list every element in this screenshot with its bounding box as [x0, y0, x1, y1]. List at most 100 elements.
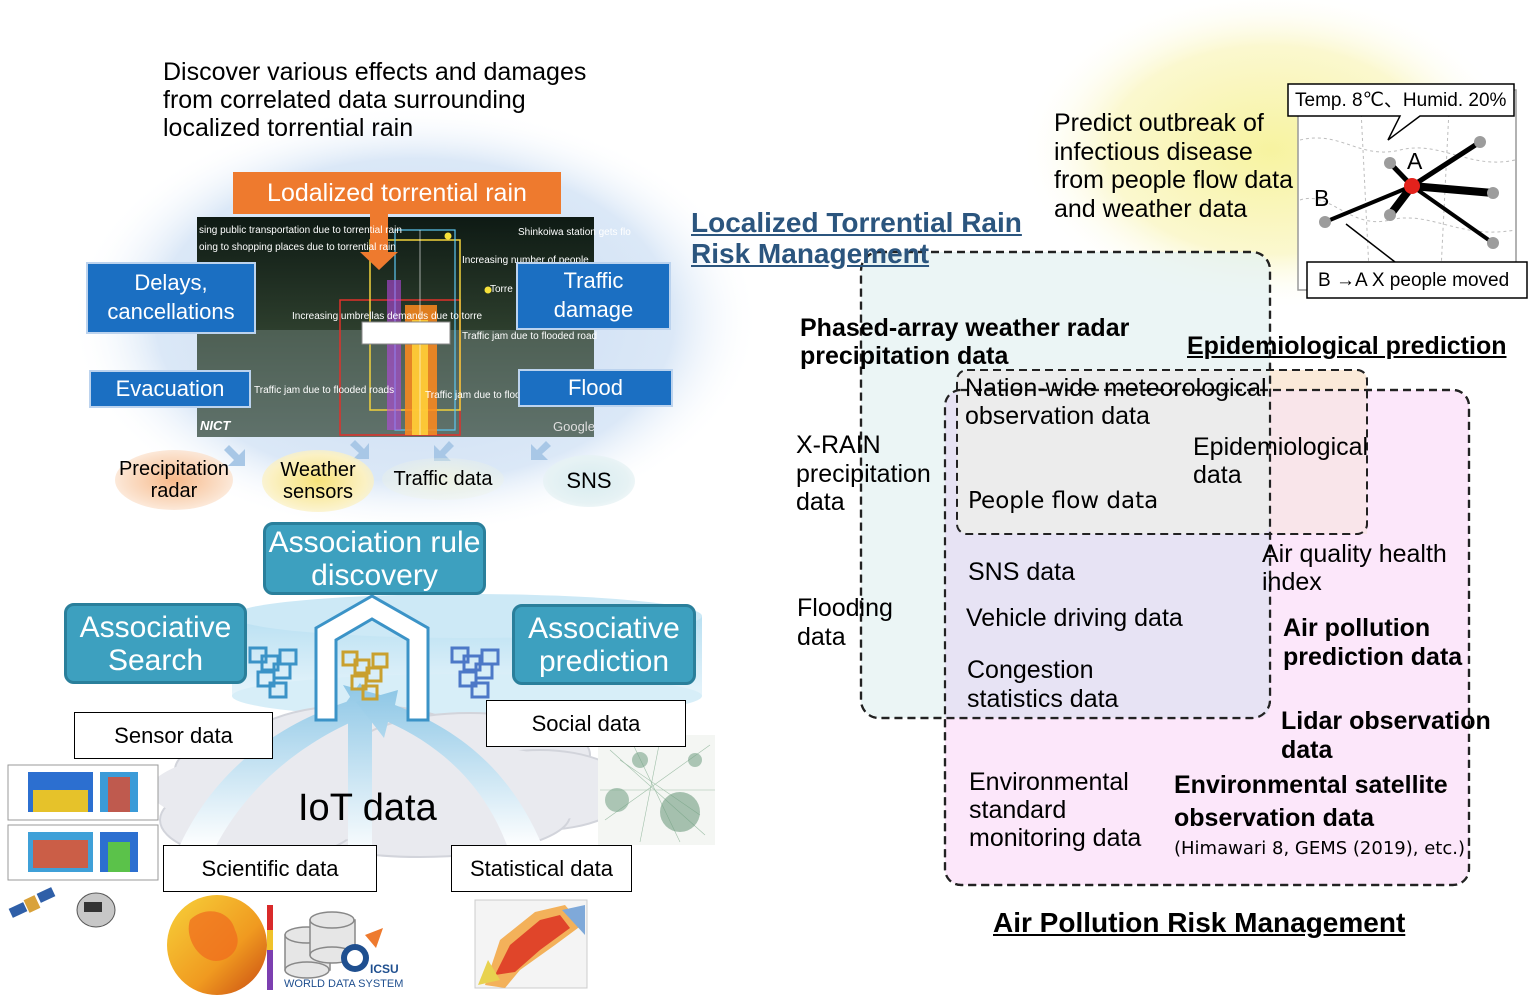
epi-note-line: from people flow data [1054, 166, 1294, 194]
xrain-line: precipitation [796, 459, 931, 488]
banner-arrow [360, 212, 398, 270]
sat-line: Environmental satellite [1174, 771, 1448, 799]
aqhi-line: index [1262, 568, 1322, 596]
satellite-note: (Himawari 8, GEMS (2019), etc.) [1174, 838, 1465, 859]
social-data-label: Social data [486, 700, 686, 747]
rule-line: discovery [311, 558, 438, 592]
map-node-b: B [1314, 185, 1330, 211]
environmental-satellite-item: Environmental satellite observation data [1174, 769, 1448, 835]
air-pollution-prediction-item: Air pollution prediction data [1283, 614, 1462, 671]
map-overlay-text: Traffic jam due to flooded roads [254, 385, 395, 396]
nationwide-line: observation data [965, 402, 1150, 430]
statistical-heatmap [474, 899, 588, 989]
map-overlay-text: Shinkoiwa station gets flo [518, 227, 631, 238]
map-node-a: A [1407, 148, 1423, 174]
google-logo: Google [553, 419, 595, 434]
vehicle-driving-item: Vehicle driving data [966, 604, 1183, 632]
sensor-plots [7, 764, 159, 881]
air-risk-title: Air Pollution Risk Management [993, 907, 1406, 938]
people-flow-item: People flow data [968, 488, 1159, 514]
envstd-line: standard [969, 796, 1067, 824]
epi-note-line: infectious disease [1054, 137, 1253, 166]
sns-source: SNS [543, 455, 635, 507]
wds-long: WORLD DATA SYSTEM [284, 978, 404, 990]
xrain-item: X-RAIN precipitation data [796, 431, 931, 517]
search-line: Search [107, 643, 204, 677]
rain-risk-title: Localized Torrential Rain Risk Managemen… [691, 207, 1022, 270]
aqhi-line: Air quality health [1262, 540, 1447, 568]
flood-box: Flood [518, 369, 673, 407]
observatory-icon [76, 892, 116, 928]
map-callout-text: Temp. 8℃、Humid. 20% [1295, 90, 1507, 111]
social-network-graph [598, 735, 715, 845]
predict-line: Associative [528, 611, 680, 645]
epi-note-line: Predict outbreak of [1054, 109, 1264, 137]
epi-note: Predict outbreak of infectious disease f… [1054, 109, 1293, 223]
rain-title-line: Localized Torrential Rain [691, 207, 1022, 238]
xrain-line: X-RAIN [796, 431, 881, 459]
epidemiological-data-item: Epidemiological data [1193, 433, 1368, 489]
map-caption: B →A X people moved [1318, 270, 1510, 291]
congestion-line: Congestion [967, 656, 1094, 684]
city-map [1287, 83, 1528, 299]
input-arrows [224, 440, 551, 466]
sat-line: observation data [1174, 804, 1375, 832]
airpred-line: Air pollution [1283, 614, 1431, 642]
intro-line: from correlated data surrounding [163, 86, 526, 114]
epi-prediction-title: Epidemiological prediction [1187, 332, 1507, 360]
globe-image [167, 895, 273, 995]
nict-logo: NICT [200, 418, 231, 433]
scientific-data-label: Scientific data [163, 845, 377, 892]
epidata-line: Epidemiological [1193, 433, 1369, 461]
map-overlay-text: Traffic jam due to flooded road [462, 331, 598, 342]
center-circuit [341, 650, 389, 701]
sns-data-item: SNS data [968, 558, 1076, 586]
traffic-line: Traffic [563, 268, 624, 294]
lidar-line: data [1281, 735, 1333, 764]
epidata-line: data [1193, 461, 1242, 489]
map-overlay-text: sing public transportation due to torren… [199, 225, 402, 236]
flooding-line: data [797, 622, 846, 651]
intro-text: Discover various effects and damages fro… [163, 58, 586, 142]
database-icon [284, 911, 356, 979]
delays-line: Delays, [134, 270, 208, 296]
rain-title-line: Risk Management [691, 238, 930, 270]
map-overlay-text: Traffic jam due to flooded road [425, 390, 561, 401]
precip-line: radar [150, 480, 198, 502]
map-overlay-text: oing to shopping places due to torrentia… [199, 242, 396, 253]
predict-line: prediction [538, 644, 670, 678]
map-overlay-text: Torre [490, 284, 513, 295]
phased-array-item: Phased-array weather radar precipitation… [800, 314, 1129, 370]
delays-box: Delays, cancellations [86, 262, 256, 334]
airpred-line: prediction data [1283, 642, 1463, 671]
environmental-standard-item: Environmental standard monitoring data [969, 768, 1141, 852]
map-overlay-text: Increasing number of people [462, 255, 589, 266]
engine-frame [314, 594, 430, 722]
congestion-item: Congestion statistics data [967, 656, 1118, 713]
nationwide-item: Nation-wide meteorological observation d… [965, 374, 1267, 430]
congestion-line: statistics data [967, 684, 1119, 713]
traffic-line: damage [553, 297, 634, 322]
aqhi-item: Air quality health index [1262, 540, 1447, 596]
phased-line: precipitation data [800, 342, 1009, 370]
phased-line: Phased-array weather radar [800, 314, 1130, 342]
wds-logo [341, 928, 383, 972]
flooding-item: Flooding data [797, 594, 893, 651]
map-overlay-text: Increasing umbrellas demands due to torr… [292, 311, 483, 322]
upward-arrows [180, 683, 542, 860]
satellite-icon [8, 887, 56, 918]
iot-data-label: IoT data [298, 787, 437, 829]
wds-short: ICSU [370, 962, 399, 976]
rule-line: Association rule [268, 525, 481, 559]
delays-line: cancellations [107, 299, 235, 324]
epi-note-line: and weather data [1054, 194, 1248, 223]
xrain-line: data [796, 488, 845, 516]
traffic-damage-box: Traffic damage [516, 262, 671, 330]
evacuation-box: Evacuation [89, 370, 251, 408]
